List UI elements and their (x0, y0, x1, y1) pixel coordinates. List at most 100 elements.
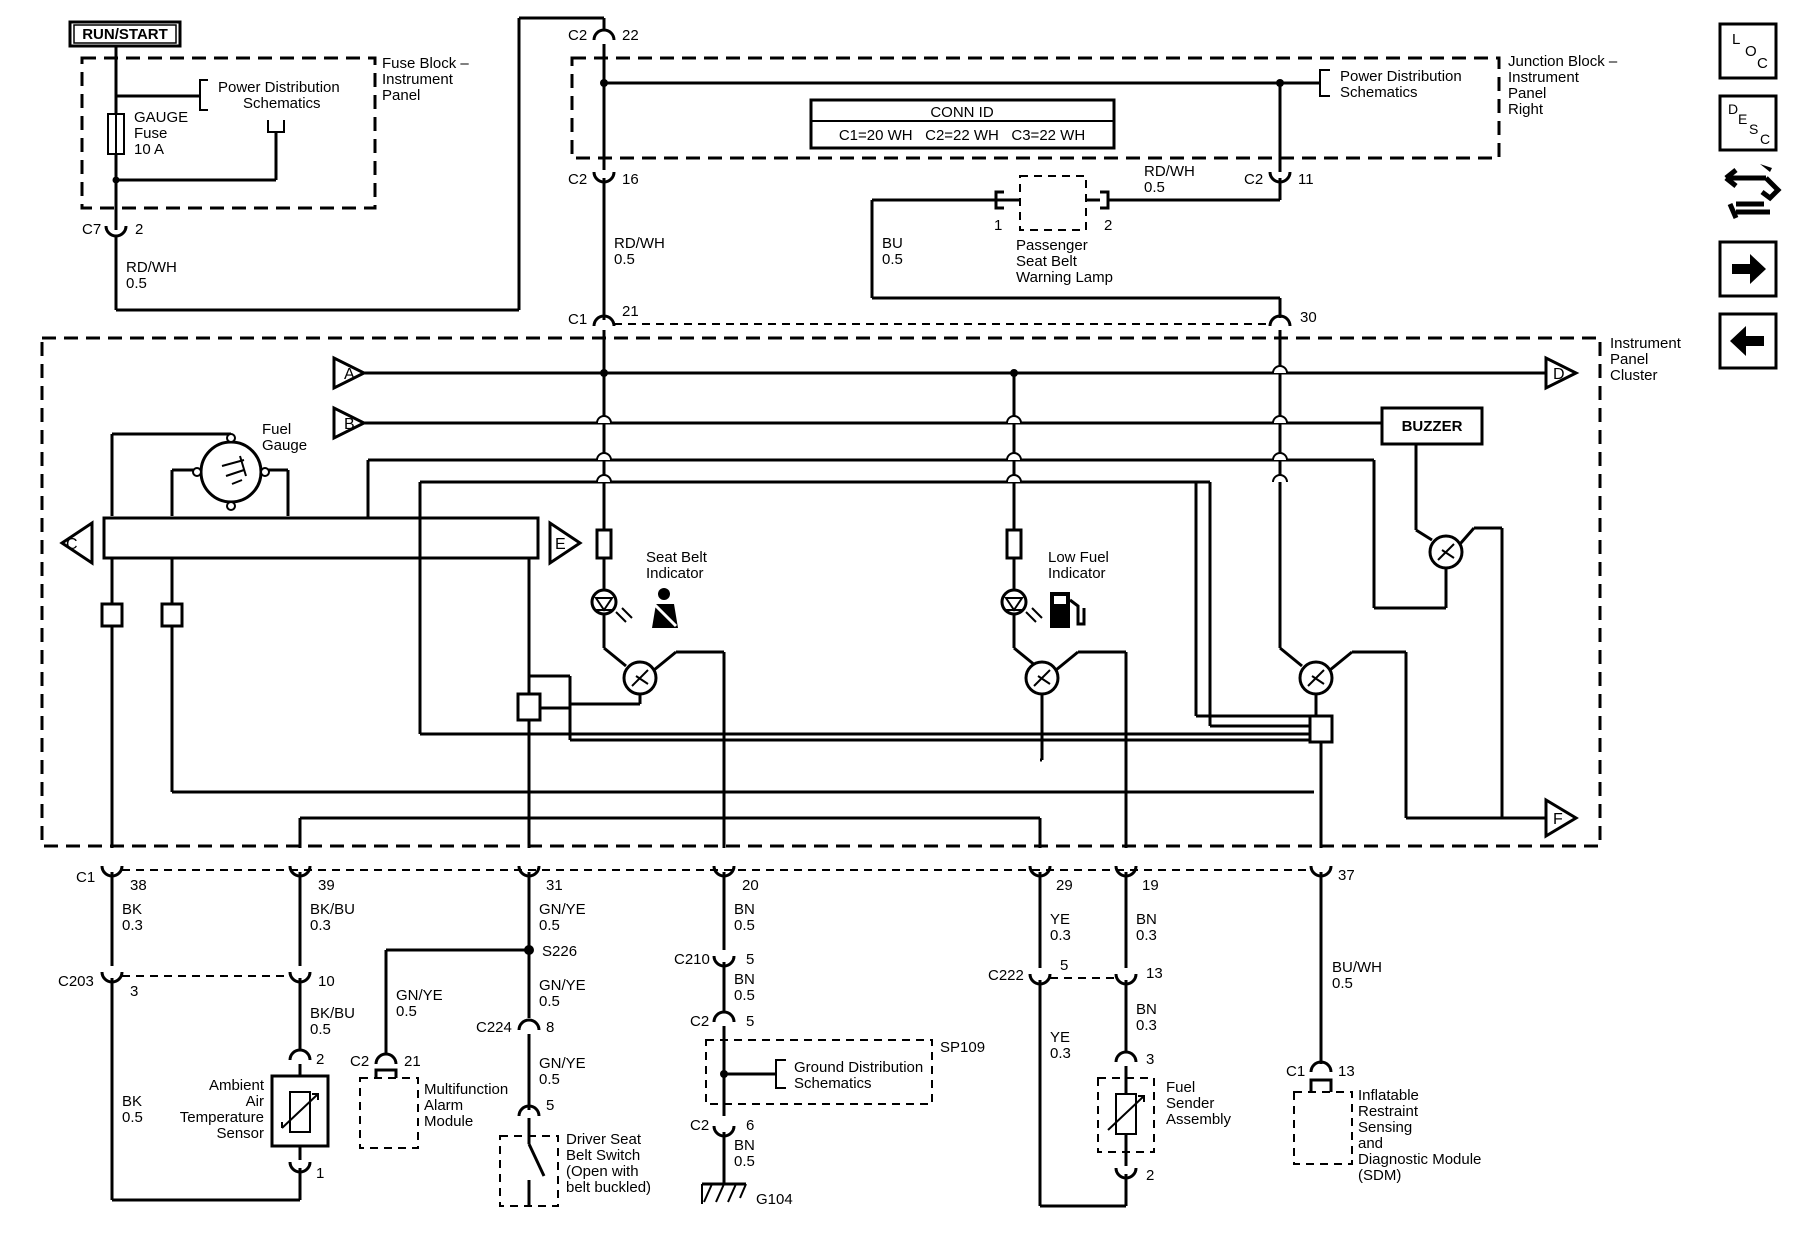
svg-text:39: 39 (318, 877, 335, 894)
svg-text:GN/YE: GN/YE (539, 977, 586, 994)
location-icon[interactable]: L O C (1718, 22, 1778, 80)
svg-text:BN: BN (734, 971, 755, 988)
junction-block-label: Junction Block – (1508, 53, 1618, 70)
connector-icon[interactable] (1724, 164, 1782, 219)
svg-text:11: 11 (1298, 171, 1314, 188)
svg-text:0.5: 0.5 (539, 993, 560, 1010)
svg-text:5: 5 (1060, 957, 1068, 974)
svg-text:Sensing: Sensing (1358, 1119, 1412, 1136)
svg-text:21: 21 (622, 303, 639, 320)
seat-switch-label: Driver Seat (566, 1131, 642, 1148)
svg-text:E: E (1738, 111, 1747, 127)
svg-text:0.5: 0.5 (1332, 975, 1353, 992)
svg-text:BN: BN (734, 1137, 755, 1154)
svg-text:2: 2 (316, 1051, 324, 1068)
next-arrow-icon[interactable] (1718, 240, 1778, 298)
svg-text:Schematics: Schematics (794, 1075, 872, 1092)
svg-text:C2: C2 (350, 1053, 369, 1070)
svg-text:16: 16 (622, 171, 639, 188)
multifunction-alarm-module (359, 1077, 419, 1149)
junction-block-section: C2 22 Junction Block – Instrument Panel … (568, 27, 1618, 328)
conn-id-table (809, 98, 1116, 150)
svg-text:0.3: 0.3 (122, 917, 143, 934)
svg-text:GN/YE: GN/YE (539, 1055, 586, 1072)
svg-text:Air: Air (246, 1093, 264, 1110)
inflatable-restraint-sdm (1293, 1091, 1353, 1165)
svg-text:BK: BK (122, 901, 142, 918)
bk-circuit: BK 0.3 C203 3 BK 0.5 (58, 872, 300, 1202)
run-start-label: RUN/START (82, 26, 168, 43)
splice-pack-sp109 (705, 1039, 933, 1105)
svg-text:C224: C224 (476, 1019, 512, 1036)
svg-text:0.5: 0.5 (734, 917, 755, 934)
previous-arrow-icon[interactable] (1718, 312, 1778, 370)
connector-arrow-d (1544, 355, 1580, 391)
description-icon[interactable]: D E S C (1718, 94, 1778, 152)
side-navigation: L O C D E S C (1718, 22, 1782, 370)
svg-text:2: 2 (1146, 1167, 1154, 1184)
svg-text:1: 1 (316, 1165, 324, 1182)
svg-text:F: F (1553, 811, 1563, 828)
ipc-driver-module (1308, 714, 1334, 744)
ground-distribution-label: Ground Distribution (794, 1059, 923, 1076)
svg-text:0.3: 0.3 (310, 917, 331, 934)
svg-text:G104: G104 (756, 1191, 793, 1208)
svg-text:38: 38 (130, 877, 147, 894)
conn-id-title: CONN ID (930, 104, 994, 121)
svg-text:(SDM): (SDM) (1358, 1167, 1401, 1184)
sdm-label: Inflatable (1358, 1087, 1419, 1104)
svg-text:belt buckled): belt buckled) (566, 1179, 651, 1196)
svg-text:21: 21 (404, 1053, 421, 1070)
fuel-gauge (199, 440, 263, 504)
low-fuel-resistor (1005, 528, 1023, 560)
svg-text:Indicator: Indicator (1048, 565, 1106, 582)
fuse-block-section: RUN/START Fuse Block – Instrument Panel … (68, 16, 606, 312)
svg-text:SP109: SP109 (940, 1039, 985, 1056)
svg-text:Warning Lamp: Warning Lamp (1016, 269, 1113, 286)
svg-text:E: E (555, 536, 566, 553)
svg-text:0.3: 0.3 (1050, 1045, 1071, 1062)
svg-text:BU/WH: BU/WH (1332, 959, 1382, 976)
svg-text:22: 22 (622, 27, 639, 44)
svg-text:0.5: 0.5 (734, 987, 755, 1004)
svg-text:8: 8 (546, 1019, 554, 1036)
svg-text:C: C (1760, 131, 1770, 147)
svg-text:Alarm: Alarm (424, 1097, 463, 1114)
svg-text:S: S (1749, 121, 1758, 137)
svg-text:BN: BN (1136, 1001, 1157, 1018)
svg-text:Panel: Panel (1508, 85, 1546, 102)
svg-text:Belt Switch: Belt Switch (566, 1147, 640, 1164)
junction-block-outline (570, 56, 1501, 160)
passenger-lamp-label: Passenger (1016, 237, 1088, 254)
svg-text:BN: BN (734, 901, 755, 918)
pds-left-bracket (199, 79, 208, 111)
svg-text:Restraint: Restraint (1358, 1103, 1419, 1120)
svg-text:29: 29 (1056, 877, 1073, 894)
svg-text:0.3: 0.3 (1050, 927, 1071, 944)
sdm-circuit: BU/WH 0.5 C1 13 Inflatable Restraint Sen… (1286, 872, 1481, 1184)
svg-text:5: 5 (746, 951, 754, 968)
svg-text:30: 30 (1300, 309, 1317, 326)
c1-bottom-connectors: C1 38 39 31 20 29 19 37 (76, 865, 1355, 894)
svg-text:C2: C2 (1244, 171, 1263, 188)
svg-text:5: 5 (546, 1097, 554, 1114)
pds-left-label: Power Distribution (218, 79, 340, 96)
svg-text:2: 2 (1104, 217, 1112, 234)
svg-text:C222: C222 (988, 967, 1024, 984)
svg-text:1: 1 (994, 217, 1002, 234)
passenger-seat-belt-warning-lamp (1019, 175, 1087, 231)
svg-text:2: 2 (135, 221, 143, 238)
svg-text:Temperature: Temperature (180, 1109, 264, 1126)
svg-text:(Open with: (Open with (566, 1163, 639, 1180)
pds-right-bracket (1319, 69, 1330, 97)
svg-text:C1: C1 (568, 311, 587, 328)
svg-text:19: 19 (1142, 877, 1159, 894)
svg-text:0.5: 0.5 (396, 1003, 417, 1020)
svg-text:C2: C2 (568, 171, 587, 188)
svg-text:GN/YE: GN/YE (396, 987, 443, 1004)
seat-belt-resistor (595, 528, 613, 560)
fuse-block-label: Fuse Block – (382, 55, 469, 72)
svg-text:0.3: 0.3 (1136, 1017, 1157, 1034)
ground-g104-icon (701, 1182, 747, 1204)
svg-text:31: 31 (546, 877, 563, 894)
